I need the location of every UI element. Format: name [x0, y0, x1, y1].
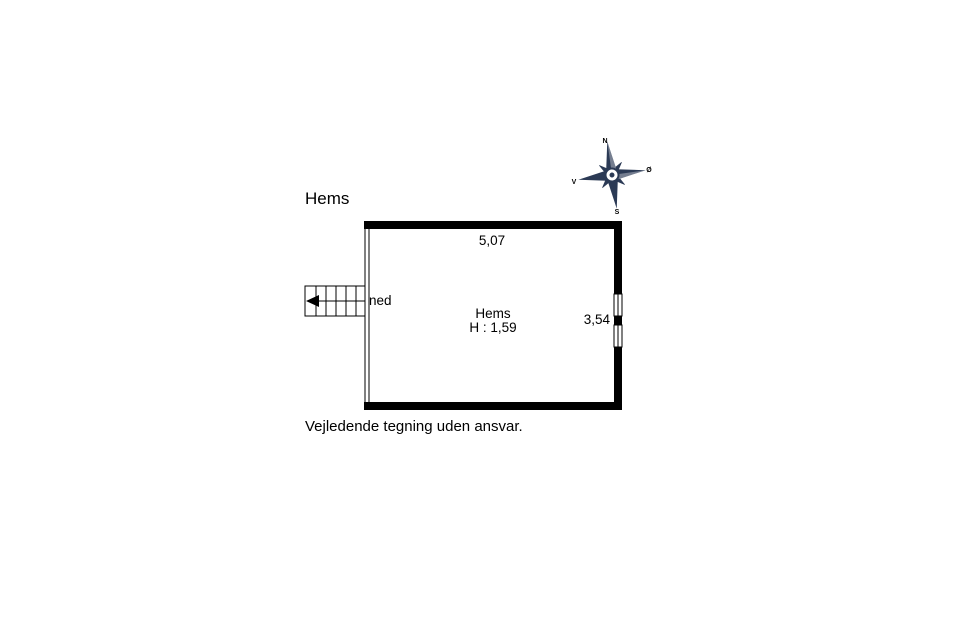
wall-top [364, 221, 622, 229]
stair-label: ned [369, 293, 392, 308]
dimension-width: 5,07 [479, 233, 505, 248]
compass-east-point [617, 169, 646, 180]
disclaimer-text: Vejledende tegning uden ansvar. [305, 418, 523, 435]
compass-north-point [606, 141, 617, 170]
dimension-depth: 3,54 [584, 312, 611, 327]
window-upper [613, 293, 623, 317]
compass-north-label: N [602, 138, 607, 145]
compass-rose-icon [578, 141, 646, 209]
compass-west-label: V [572, 179, 577, 186]
stair-arrow-icon [306, 295, 319, 307]
open-edge-left [364, 229, 370, 402]
windows [613, 293, 623, 348]
compass-east-label: Ø [646, 167, 652, 174]
compass-south-point [607, 180, 618, 209]
wall-bottom [364, 402, 622, 410]
compass-south-label: S [615, 209, 620, 216]
room-height: H : 1,59 [469, 320, 516, 335]
room-name: Hems [475, 306, 511, 321]
floor-title: Hems [305, 189, 349, 208]
window-lower [613, 324, 623, 348]
compass-west-point [578, 170, 607, 181]
